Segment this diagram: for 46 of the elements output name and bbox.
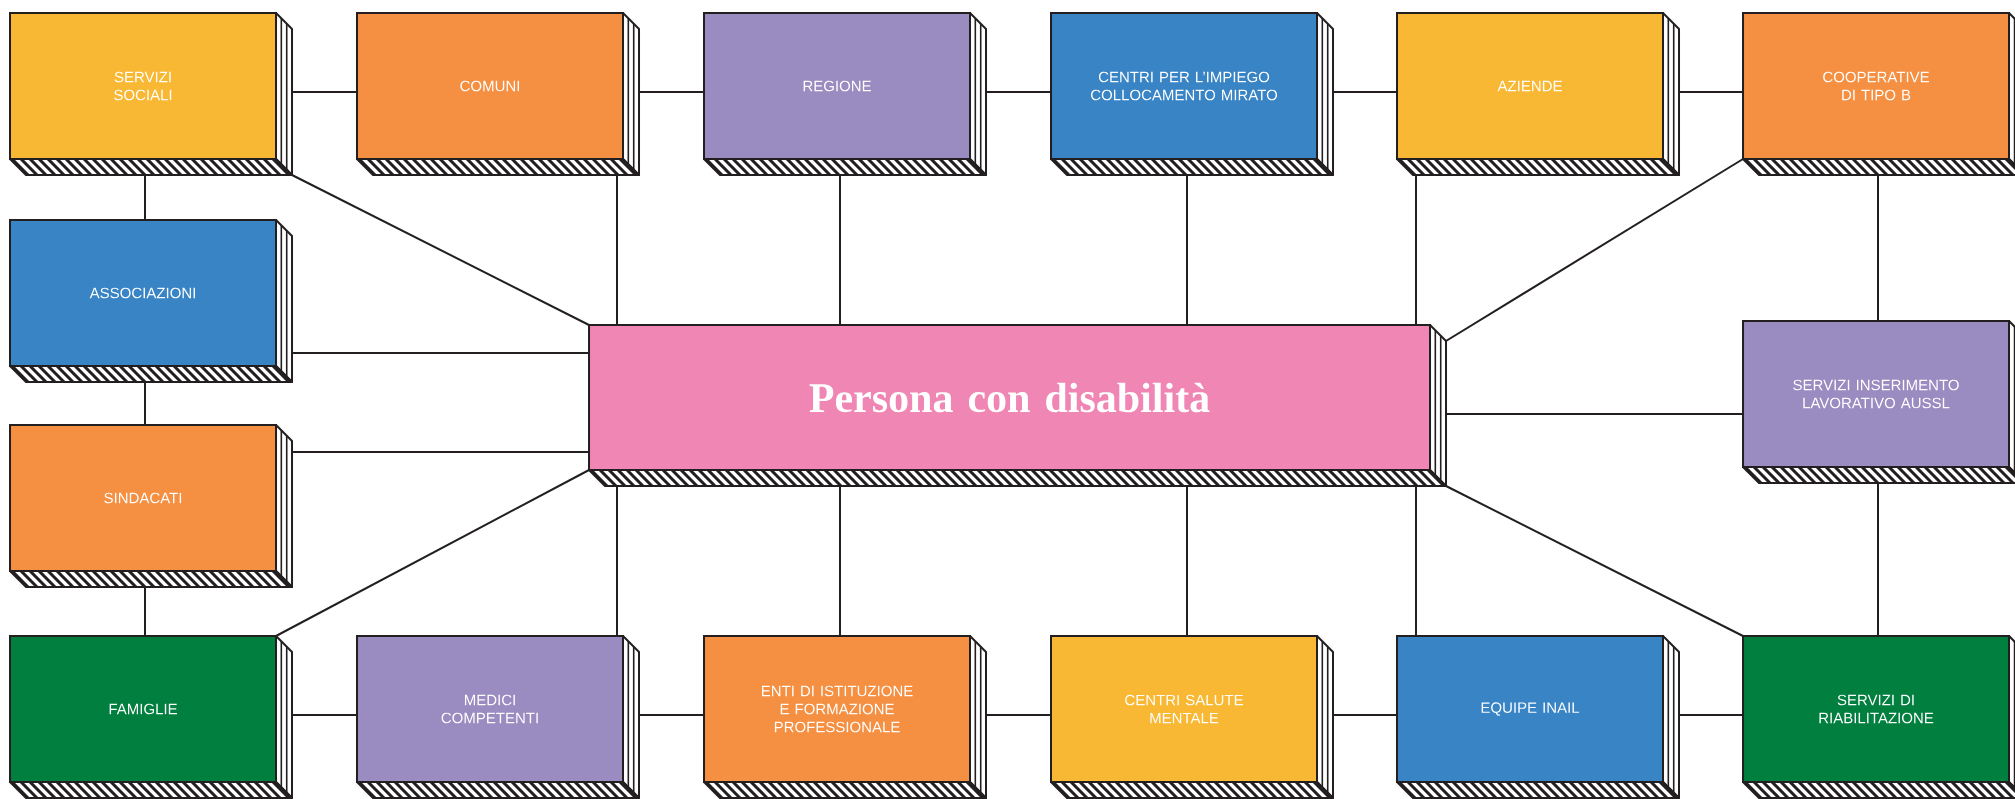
connector-line <box>144 174 146 221</box>
organization-box: SINDACATI <box>9 424 293 588</box>
connector-line <box>1445 485 1744 637</box>
connector-line <box>291 451 590 453</box>
organization-box: EQUIPE INAIL <box>1396 635 1680 799</box>
connector-line <box>291 174 590 326</box>
connector-line <box>839 485 841 637</box>
organization-box: ASSOCIAZIONI <box>9 219 293 383</box>
organization-box: REGIONE <box>703 12 987 176</box>
connector-line <box>1186 485 1188 637</box>
connector-line <box>1186 174 1188 326</box>
connector-line <box>1877 482 1879 637</box>
connector-line <box>616 174 618 326</box>
organization-box: COOPERATIVE DI TIPO B <box>1742 12 2015 176</box>
organization-box: CENTRI PER L’IMPIEGO COLLOCAMENTO MIRATO <box>1050 12 1334 176</box>
connector-line <box>1877 174 1879 322</box>
connector-line <box>291 352 590 354</box>
organization-box: MEDICI COMPETENTI <box>356 635 640 799</box>
connector-line <box>638 91 705 93</box>
organization-box: COMUNI <box>356 12 640 176</box>
connector-line <box>1678 91 1744 93</box>
connector-line <box>1332 714 1398 716</box>
central-box: Persona con disabilità <box>588 324 1447 487</box>
organization-box: AZIENDE <box>1396 12 1680 176</box>
connector-line <box>1445 158 1744 342</box>
connector-line <box>839 174 841 326</box>
connector-line <box>144 381 146 426</box>
organization-box: FAMIGLIE <box>9 635 293 799</box>
connector-line <box>1678 714 1744 716</box>
connector-line <box>1415 485 1417 637</box>
connector-line <box>985 714 1052 716</box>
connector-line <box>291 714 358 716</box>
connector-line <box>291 91 358 93</box>
connector-line <box>1332 91 1398 93</box>
connector-line <box>275 469 590 637</box>
connector-line <box>638 714 705 716</box>
connector-line <box>985 91 1052 93</box>
organization-box: SERVIZI INSERIMENTO LAVORATIVO AUSSL <box>1742 320 2015 484</box>
organization-box: SERVIZI SOCIALI <box>9 12 293 176</box>
organization-box: CENTRI SALUTE MENTALE <box>1050 635 1334 799</box>
connector-line <box>144 586 146 637</box>
connector-line <box>616 485 618 637</box>
connector-line <box>1415 174 1417 326</box>
connector-line <box>1445 413 1744 415</box>
organization-box: ENTI DI ISTITUZIONE E FORMAZIONE PROFESSIONALE <box>703 635 987 799</box>
organization-box: SERVIZI DI RIABILITAZIONE <box>1742 635 2015 799</box>
